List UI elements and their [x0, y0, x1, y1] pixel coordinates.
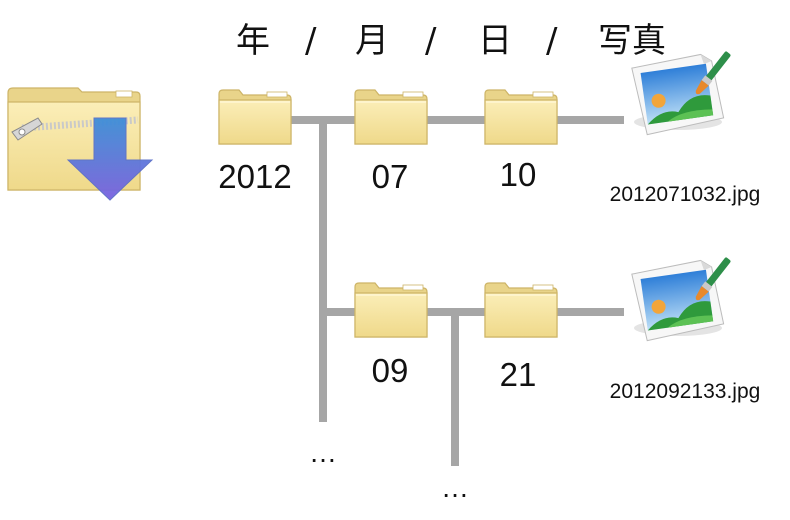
header-separator: / [546, 21, 558, 61]
header-separator: / [425, 21, 437, 61]
tree-connectors [290, 116, 624, 466]
folder-label-day-b: 21 [500, 356, 537, 393]
folder-icon-month-09 [354, 282, 428, 338]
header-year: 年 [236, 21, 270, 61]
ellipsis-more-days: … [441, 472, 469, 503]
folder-label-month-b: 09 [372, 352, 409, 389]
header-day: 日 [478, 21, 512, 61]
header-month: 月 [355, 21, 389, 61]
file-name-b: 2012092133.jpg [610, 380, 761, 403]
folder-icon-year [218, 89, 292, 145]
folder-icon-month-07 [354, 89, 428, 145]
folder-label-month-a: 07 [372, 158, 409, 195]
header-photo: 写真 [598, 21, 666, 61]
header-row: 年 / 月 / 日 / 写真 [236, 21, 666, 61]
file-name-a: 2012071032.jpg [610, 183, 761, 206]
zip-folder-download-icon [7, 87, 154, 201]
picture-file-icon-b [630, 255, 733, 343]
picture-file-icon-a [630, 49, 733, 137]
folder-label-year: 2012 [218, 158, 291, 195]
ellipsis-more-months: … [309, 437, 337, 468]
header-separator: / [305, 21, 317, 61]
folder-icon-day-21 [484, 282, 558, 338]
folder-label-day-a: 10 [500, 156, 537, 193]
folder-icon-day-10 [484, 89, 558, 145]
